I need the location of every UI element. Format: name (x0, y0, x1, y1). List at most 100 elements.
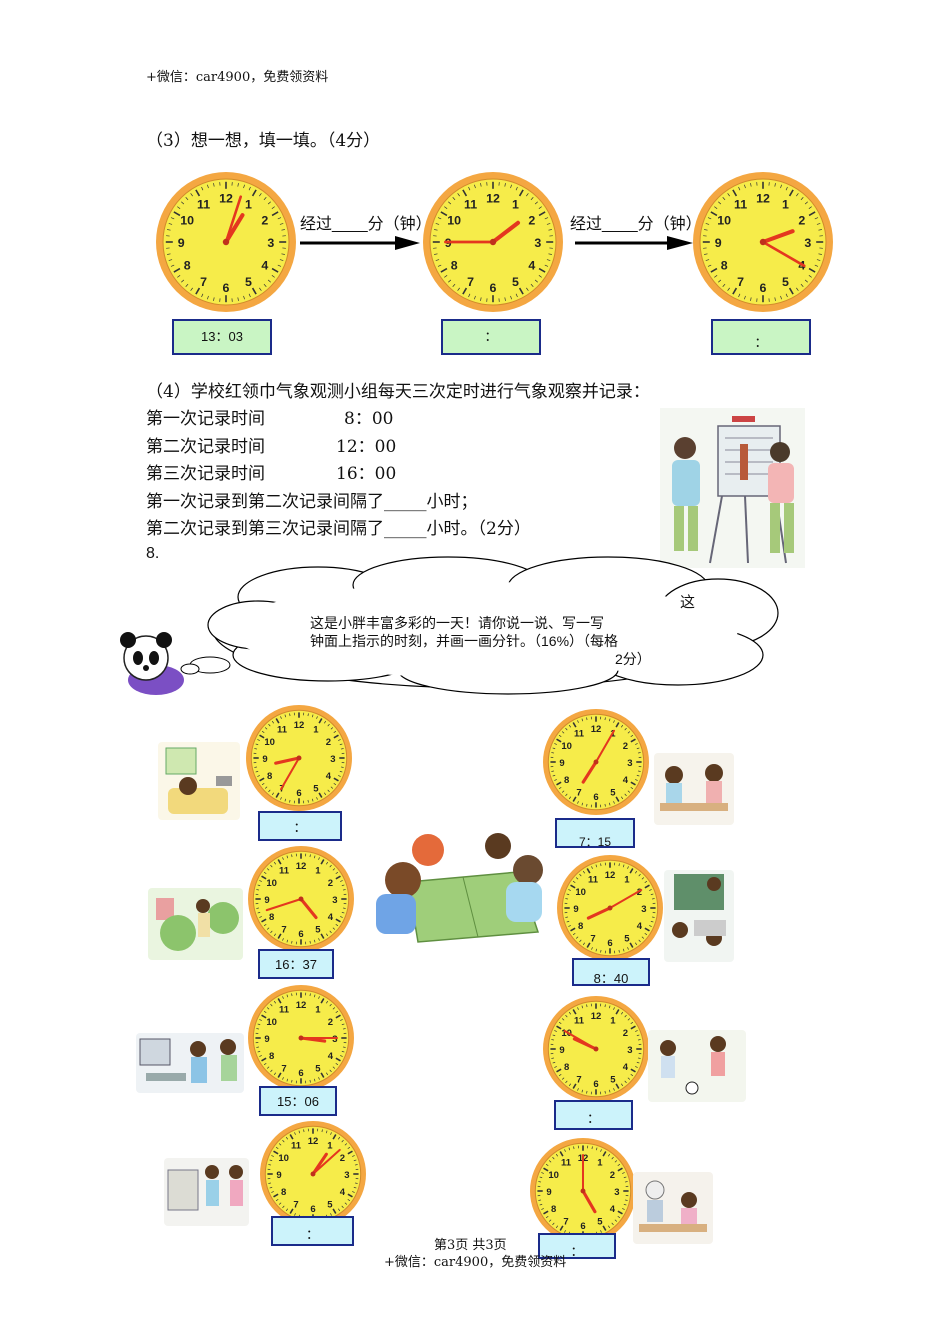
left-time-box-4[interactable]: ： (271, 1216, 354, 1246)
clock-number: 7 (281, 924, 286, 935)
clock-tick (337, 1208, 341, 1212)
clock-tick (565, 898, 569, 900)
q3-time-box-2[interactable]: ： (441, 319, 541, 355)
left-time-box-2[interactable]: 16：37 (258, 949, 334, 979)
clock-tick (738, 186, 741, 191)
clock-tick (546, 223, 551, 225)
clock-tick (624, 1014, 627, 1018)
clock-tick (313, 994, 316, 998)
clock-tick (804, 201, 808, 205)
clock-tick (579, 873, 582, 877)
clock-tick (339, 770, 343, 773)
clock-tick (271, 275, 275, 278)
clock-tick (591, 1146, 593, 1150)
left-time-box-1[interactable]: ： (258, 811, 342, 841)
clock-tick (644, 880, 648, 884)
clock-tick (559, 1151, 564, 1157)
clock-tick (808, 267, 816, 273)
clock-tick (552, 1061, 556, 1064)
right-time-box-2[interactable]: 8：40 (572, 958, 650, 986)
clock-tick (289, 1208, 294, 1214)
clock-number: 3 (332, 895, 337, 906)
clock-number: 6 (490, 281, 497, 295)
clock-tick (329, 1069, 332, 1073)
clock-number: 1 (624, 875, 630, 886)
clock-number: 1 (315, 1005, 321, 1016)
clock-center (607, 905, 613, 911)
clock-tick (468, 186, 471, 191)
clock-tick (600, 1230, 602, 1233)
clock-tick (342, 907, 346, 909)
clock-number: 10 (278, 1153, 289, 1164)
clock-tick (320, 1072, 325, 1078)
clock-tick (273, 1150, 279, 1155)
clock-number: 3 (627, 758, 632, 769)
right-time-box-4[interactable]: ： (538, 1233, 616, 1259)
clock-number: 1 (512, 197, 519, 211)
header-watermark: +微信：car4900，免费领资料 (146, 70, 329, 85)
clock-tick (261, 730, 265, 734)
clock-tick (534, 201, 538, 205)
clock-number: 12 (296, 1000, 307, 1011)
clock-tick (435, 259, 440, 261)
clock-tick (518, 189, 524, 197)
clock-tick (275, 718, 280, 724)
clock-tick (538, 275, 542, 278)
right-time-box-3[interactable]: ： (554, 1100, 633, 1130)
right-time-box-1[interactable]: 7：15 (555, 818, 635, 849)
clock-tick (266, 868, 270, 871)
clock-tick (266, 1007, 270, 1010)
clock-tick (556, 738, 562, 743)
clock-tick (622, 948, 625, 952)
clock-tick (267, 279, 271, 283)
clock-tick (329, 930, 332, 934)
clock-tick (332, 1007, 336, 1010)
cloud-line-1: 这是小胖丰富多彩的一天！请你说一说、写一写 (310, 615, 604, 631)
clock-number: 7 (281, 1063, 286, 1074)
clock-tick (257, 1023, 261, 1026)
q3-time-box-3[interactable]: ： (711, 319, 811, 355)
clock-tick (263, 197, 267, 201)
clock-tick (617, 1163, 621, 1167)
clock-tick (636, 1061, 640, 1064)
clock-tick (289, 713, 291, 717)
clock-tick (570, 884, 576, 889)
clock-tick (572, 932, 576, 936)
clock-tick (263, 923, 267, 927)
clock-tick (316, 716, 318, 719)
left-time-box-3[interactable]: 15：06 (259, 1086, 337, 1116)
clock-tick (335, 1062, 339, 1066)
clock-tick (282, 1205, 285, 1209)
clock-tick (634, 870, 638, 874)
clock-number: 11 (279, 1005, 290, 1016)
clock-tick (581, 802, 584, 806)
clock-number: 8 (269, 1051, 274, 1062)
clock-tick (251, 287, 257, 295)
clock-tick (600, 1149, 602, 1152)
clock-tick (434, 253, 438, 255)
clock-tick (167, 229, 171, 231)
clock-tick (284, 714, 287, 718)
clock-tick (173, 211, 181, 217)
clock-tick (622, 1208, 625, 1210)
clock-tick (744, 295, 746, 300)
clock-tick (620, 724, 624, 728)
clock-tick (630, 1025, 636, 1030)
clock-number: 6 (298, 1068, 303, 1079)
clock-tick (638, 873, 641, 877)
clock-number: 8 (551, 1204, 556, 1215)
clock-tick (624, 1080, 627, 1084)
clock-tick (526, 287, 529, 291)
clock-tick (579, 939, 582, 943)
clock-number: 4 (623, 775, 629, 786)
clock-tick (339, 743, 343, 746)
clock-tick (277, 859, 282, 865)
clock-tick (344, 1143, 348, 1146)
clock-tick (774, 297, 776, 301)
q3-time-box-1[interactable]: 13：03 (172, 319, 272, 355)
